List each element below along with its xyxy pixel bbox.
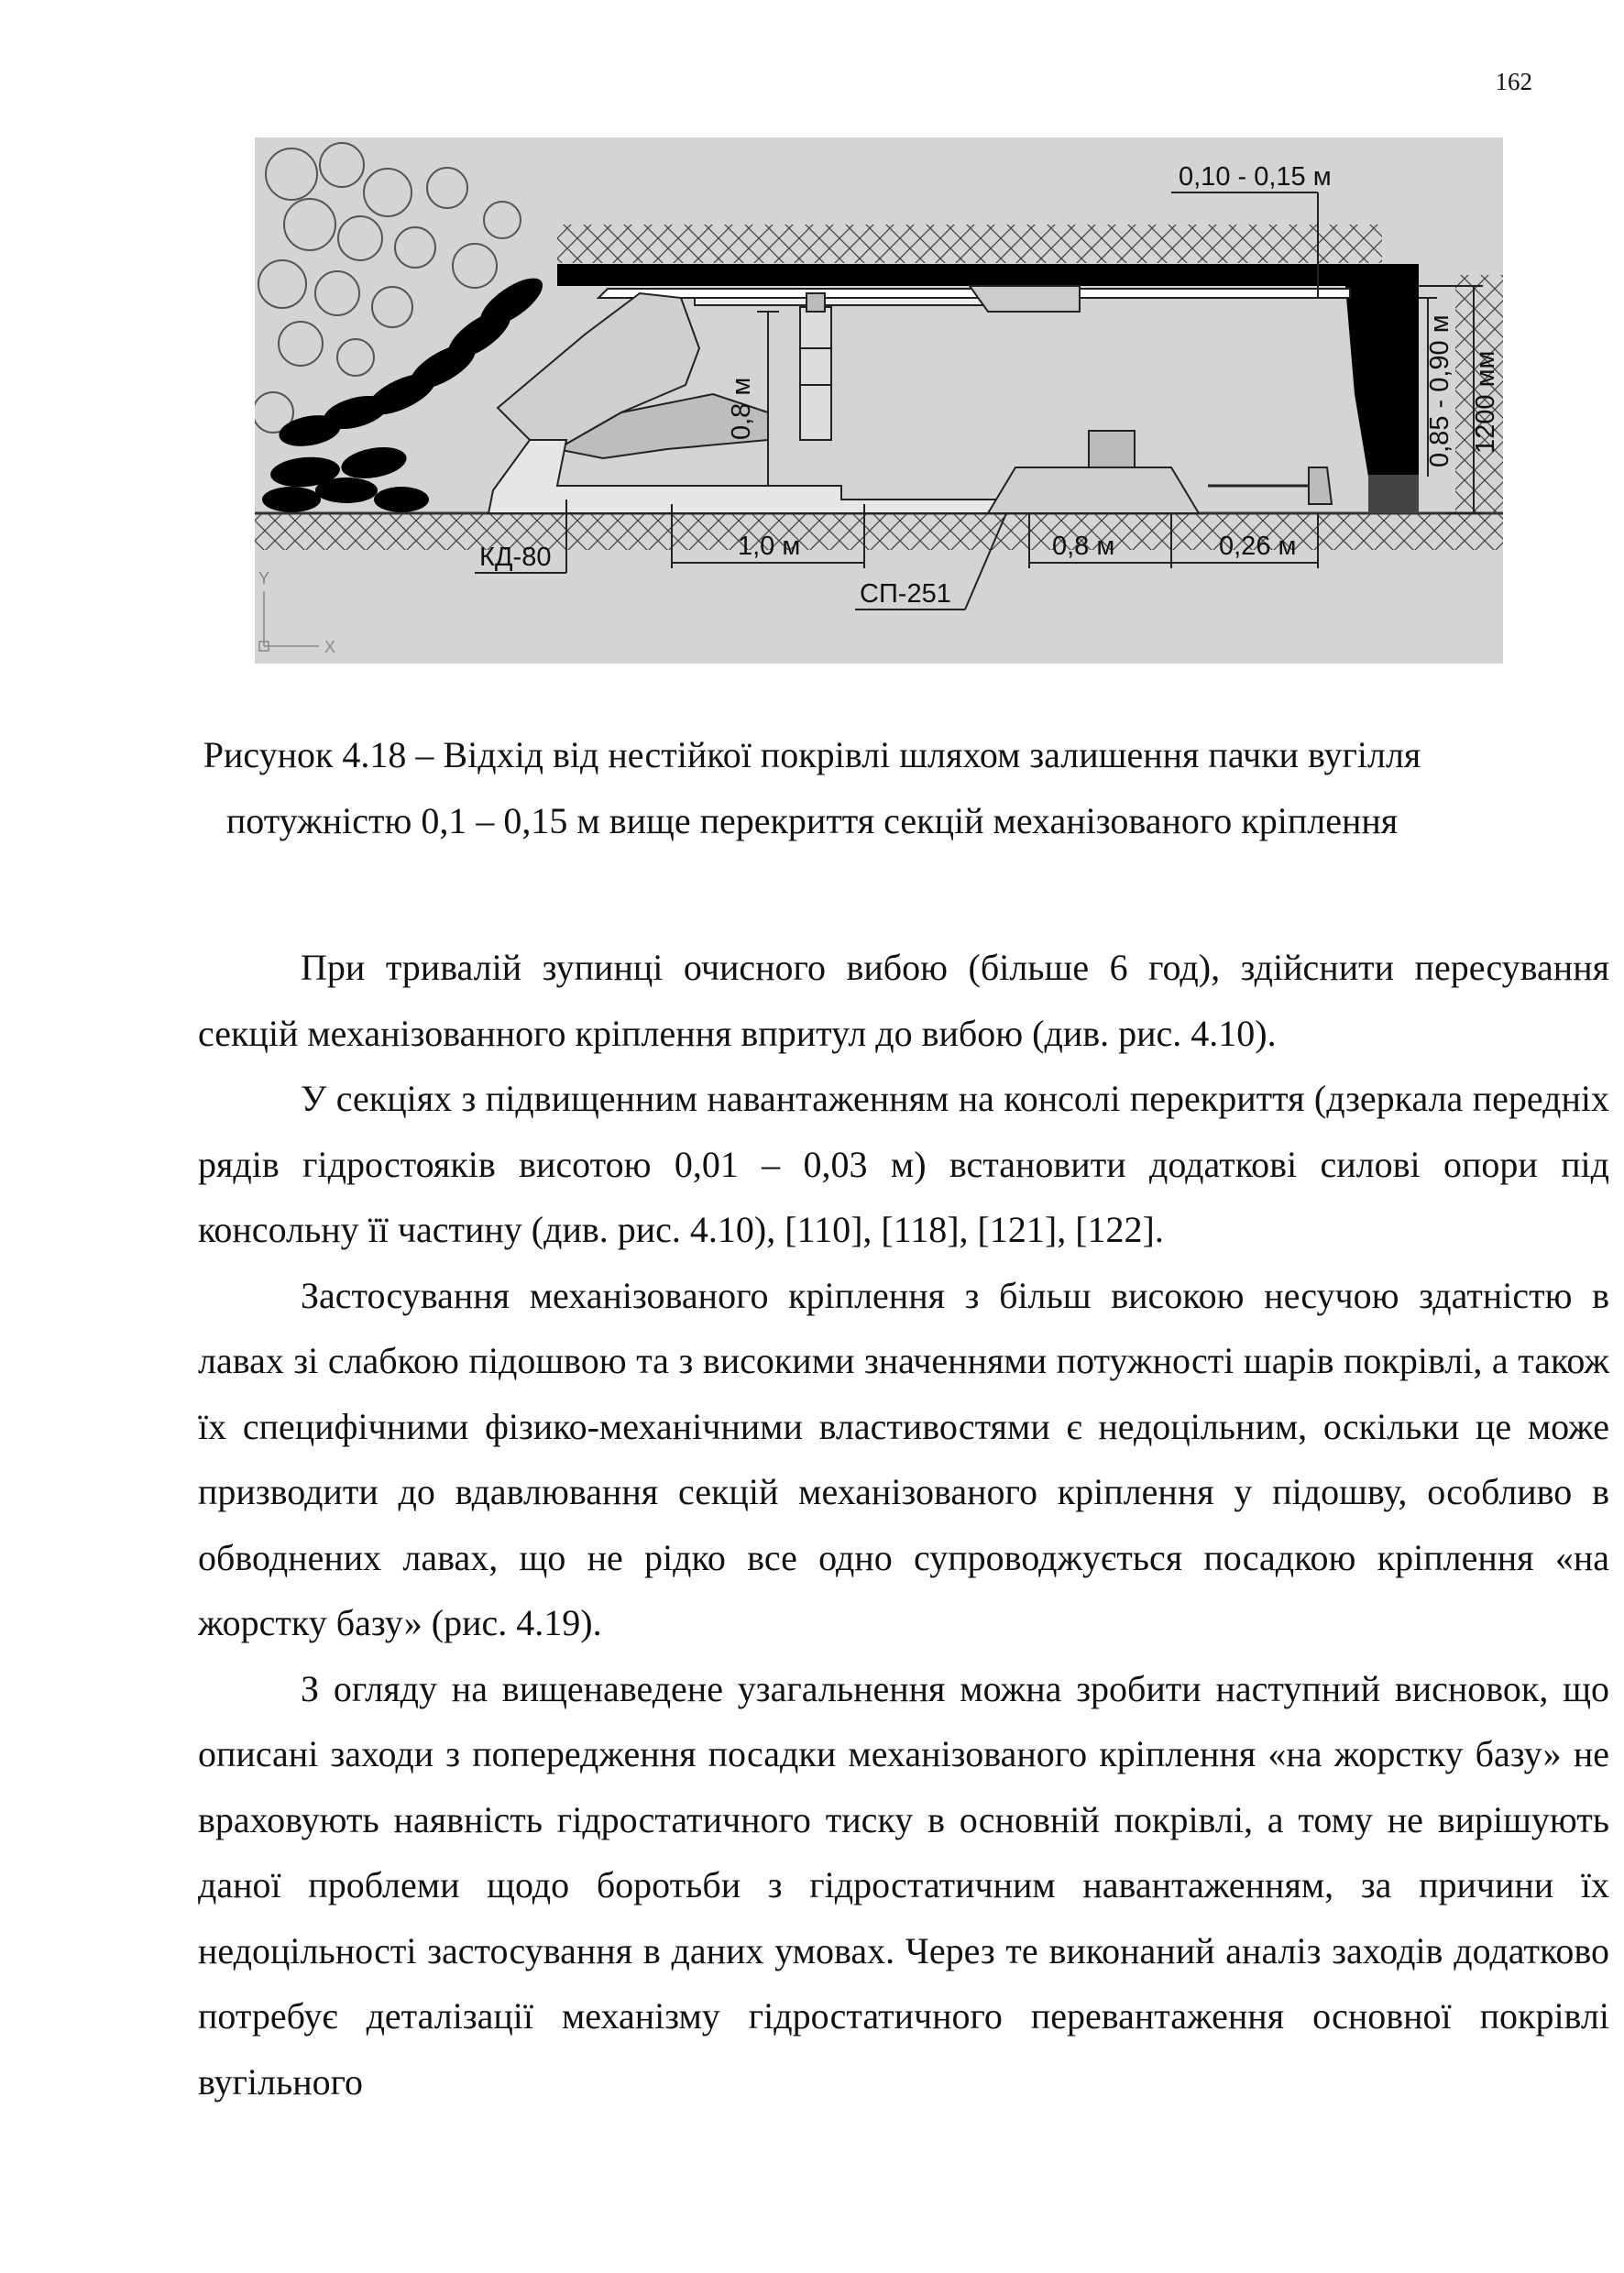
roof-hatch	[557, 225, 1382, 263]
body-text: При тривалій зупинці очисного вибою (біл…	[198, 935, 1609, 2114]
hydraulic-leg	[799, 306, 832, 441]
caved-rock	[255, 142, 521, 434]
label-support-step: 1,0 м	[738, 532, 800, 561]
label-top-thickness: 0,10 - 0,15 м	[1179, 162, 1332, 192]
coal-face-base	[1368, 475, 1419, 513]
leader-conveyor	[855, 512, 1007, 610]
figure-caption: Рисунок 4.18 – Відхід від нестійкої покр…	[137, 722, 1487, 854]
dim-height	[1419, 285, 1483, 514]
axis-indicator	[258, 591, 319, 652]
dim-support-step	[671, 504, 865, 568]
label-inner-height: 0,8 м	[727, 378, 756, 440]
paragraph: Застосування механізованого кріплення з …	[198, 1274, 1609, 1644]
face-hatch	[1455, 275, 1503, 513]
caption-line-1: Рисунок 4.18 – Відхід від нестійкої покр…	[203, 734, 1421, 775]
paragraph: При тривалій зупинці очисного вибою (біл…	[198, 947, 1609, 1054]
dim-inner-height	[757, 311, 779, 487]
paragraph: У секціях з підвищенним навантаженням на…	[198, 1078, 1609, 1250]
label-support-name: КД-80	[479, 543, 551, 572]
caption-line-2: потужністю 0,1 – 0,15 м вище перекриття …	[225, 800, 1399, 841]
leader-support	[475, 500, 567, 574]
paragraph: З огляду на вищенаведене узагальнення мо…	[198, 1667, 1609, 2103]
label-conveyor-width: 0,8 м	[1052, 532, 1114, 561]
label-side-thickness: 0,85 - 0,90 м	[1425, 314, 1454, 467]
dim-conveyor-width	[1028, 513, 1172, 568]
label-gap: 0,26 м	[1219, 532, 1296, 561]
dim-top-thickness	[1171, 192, 1319, 298]
coal-blocks	[262, 278, 543, 512]
axis-y-label: Y	[258, 569, 269, 587]
conveyor-spill-plate	[1088, 430, 1136, 468]
label-conveyor-name: СП-251	[860, 579, 951, 609]
canopy-hinge	[968, 285, 1081, 313]
figure-longwall-support-diagram: 0,8 м 0,10 - 0,15 м 0,85 - 0,90 м 1200 м…	[255, 137, 1503, 664]
conveyor-end	[1308, 467, 1333, 505]
conveyor-pan	[986, 467, 1201, 514]
dim-gap	[1171, 513, 1319, 568]
axis-x-label: X	[324, 638, 335, 656]
label-height: 1200 мм	[1471, 351, 1500, 454]
dim-side-thickness	[1419, 297, 1437, 477]
roof-coal-band	[557, 264, 1419, 286]
hydraulic-leg-rod	[806, 292, 826, 313]
coal-face	[1345, 286, 1419, 477]
floor-hatch	[255, 513, 1503, 550]
page-number: 162	[1495, 68, 1533, 95]
